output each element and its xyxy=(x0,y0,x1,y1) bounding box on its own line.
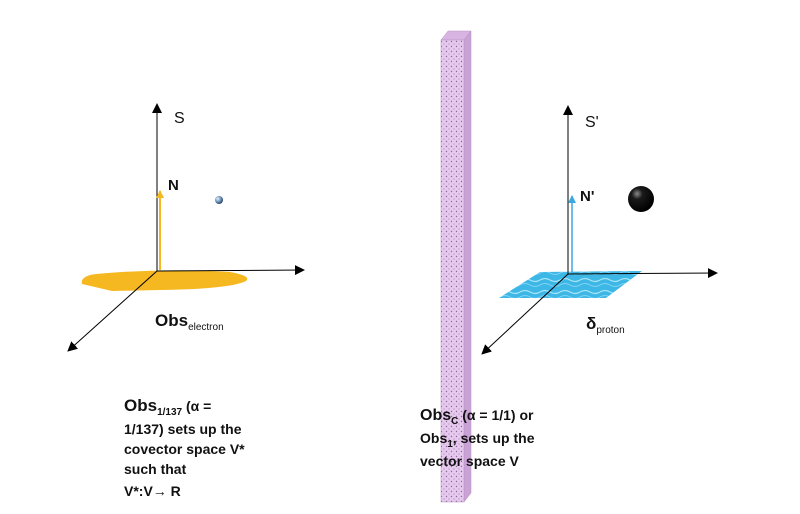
right-normal-label: N' xyxy=(580,188,595,205)
proton-particle xyxy=(628,186,654,212)
left-axis-horizontal xyxy=(156,265,305,276)
left-axis-label: S xyxy=(174,110,185,127)
left-caption-line2: 1/137) sets up the xyxy=(124,421,242,437)
right-caption: ObsC (α = 1/1) or Obs1, sets up the vect… xyxy=(420,405,534,471)
left-caption-line1-rest: (α = xyxy=(182,398,212,414)
left-caption-line4: such that xyxy=(124,461,187,477)
right-plane xyxy=(499,271,642,298)
right-caption-line3: vector space V xyxy=(420,453,519,469)
right-observer-label: δproton xyxy=(586,314,625,336)
barrier-slab xyxy=(440,30,472,503)
right-observer-main: δ xyxy=(586,314,597,333)
right-caption-line1-rest: (α = 1/1) or xyxy=(458,407,534,423)
right-caption-line1: ObsC (α = 1/1) or xyxy=(420,405,534,428)
right-axis-horizontal xyxy=(567,268,718,279)
left-caption-line3: covector space V* xyxy=(124,441,245,457)
right-caption-sub: C xyxy=(451,416,459,427)
left-observer-sub: electron xyxy=(188,322,224,333)
left-frame xyxy=(67,103,305,352)
right-caption-line2: Obs1, sets up the xyxy=(420,428,534,451)
left-caption-sub: 1/137 xyxy=(157,407,183,418)
electron-particle xyxy=(215,196,223,204)
left-observer-label: Obselectron xyxy=(155,311,224,333)
right-axis-diagonal xyxy=(481,273,569,355)
left-axis-diagonal xyxy=(67,270,158,352)
right-caption-line2-obs: Obs xyxy=(420,430,448,446)
right-axis-label: S' xyxy=(585,114,599,131)
left-observer-main: Obs xyxy=(155,311,189,330)
right-caption-line2-sub: 1 xyxy=(447,439,453,450)
left-normal-label: N xyxy=(168,177,179,194)
left-caption-line1: Obs1/137 (α = xyxy=(124,396,245,419)
right-frame xyxy=(481,105,718,355)
left-plane xyxy=(81,270,248,291)
right-observer-sub: proton xyxy=(596,325,625,336)
left-caption: Obs1/137 (α = 1/137) sets up the covecto… xyxy=(124,396,245,501)
right-caption-line2-rest: , sets up the xyxy=(452,430,535,446)
left-caption-line5: V*:V→ R xyxy=(124,483,181,499)
right-caption-obs: Obs xyxy=(420,407,452,424)
left-caption-obs: Obs xyxy=(124,396,158,415)
